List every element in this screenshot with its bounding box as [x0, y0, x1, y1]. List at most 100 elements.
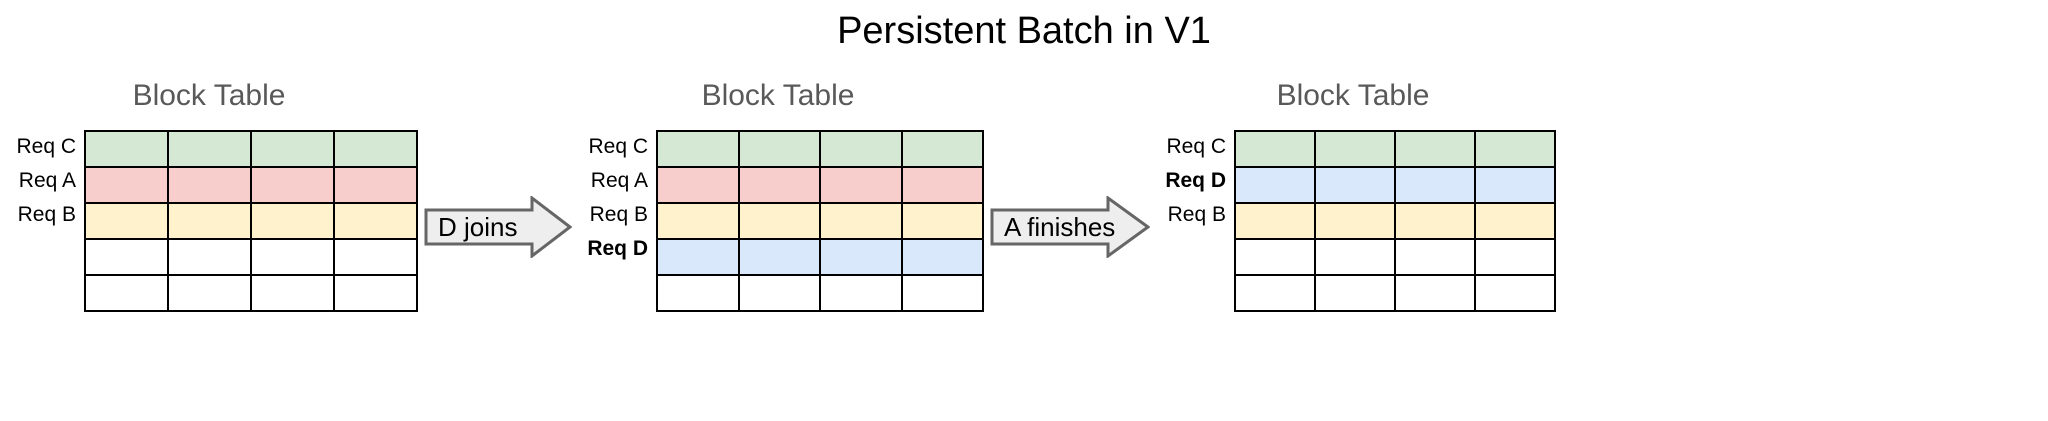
row-label-req-a: Req A — [18, 169, 76, 192]
block-cell[interactable] — [737, 202, 821, 240]
block-cell[interactable] — [819, 274, 903, 312]
block-cell[interactable] — [737, 130, 821, 168]
block-cell[interactable] — [1394, 166, 1476, 204]
block-cell[interactable] — [900, 274, 984, 312]
row-label-req-d: Req D — [1165, 169, 1226, 192]
block-table-wrap: Req C Req D Req B — [1150, 130, 1556, 312]
block-cell[interactable] — [333, 202, 418, 240]
block-table-heading: Block Table — [701, 79, 855, 112]
block-cell[interactable] — [1234, 274, 1316, 312]
block-cell[interactable] — [167, 274, 252, 312]
block-table-wrap: Req C Req A Req B — [0, 130, 418, 312]
block-cell[interactable] — [84, 238, 169, 276]
block-cell[interactable] — [167, 166, 252, 204]
table-row — [1234, 130, 1556, 168]
block-cell[interactable] — [84, 166, 169, 204]
block-cell[interactable] — [1234, 166, 1316, 204]
block-cell[interactable] — [333, 238, 418, 276]
block-cell[interactable] — [1394, 274, 1476, 312]
table-row — [84, 238, 418, 276]
block-cell[interactable] — [1474, 238, 1556, 276]
row-label-req-c: Req C — [588, 135, 648, 158]
block-cell[interactable] — [1394, 238, 1476, 276]
block-cell[interactable] — [250, 166, 335, 204]
block-cell[interactable] — [737, 238, 821, 276]
row-label-req-b: Req B — [17, 203, 76, 226]
block-table-grid — [84, 130, 418, 312]
block-cell[interactable] — [167, 202, 252, 240]
block-cell[interactable] — [84, 202, 169, 240]
block-cell[interactable] — [656, 238, 740, 276]
row-label-req-c: Req C — [1166, 135, 1226, 158]
block-cell[interactable] — [167, 130, 252, 168]
block-cell[interactable] — [333, 166, 418, 204]
block-cell[interactable] — [656, 202, 740, 240]
table-row — [656, 238, 984, 276]
block-cell[interactable] — [1314, 274, 1396, 312]
block-cell[interactable] — [656, 166, 740, 204]
transition-arrow-d-joins: D joins — [424, 196, 572, 258]
page-title: Persistent Batch in V1 — [837, 10, 1211, 52]
block-table-heading: Block Table — [132, 79, 286, 112]
block-cell[interactable] — [1314, 238, 1396, 276]
block-cell[interactable] — [333, 274, 418, 312]
block-cell[interactable] — [1234, 238, 1316, 276]
table-row — [84, 274, 418, 312]
block-cell[interactable] — [1314, 166, 1396, 204]
table-row — [656, 166, 984, 204]
block-cell[interactable] — [900, 202, 984, 240]
block-cell[interactable] — [900, 166, 984, 204]
block-cell[interactable] — [1474, 274, 1556, 312]
row-label-req-c: Req C — [16, 135, 76, 158]
row-label-column: Req C Req A Req B — [0, 130, 84, 300]
row-label-column: Req C Req D Req B — [1150, 130, 1234, 300]
table-row — [656, 130, 984, 168]
block-cell[interactable] — [250, 202, 335, 240]
table-row — [1234, 274, 1556, 312]
block-table-wrap: Req C Req A Req B Req D — [572, 130, 984, 312]
block-cell[interactable] — [250, 238, 335, 276]
table-row — [1234, 202, 1556, 240]
block-cell[interactable] — [819, 166, 903, 204]
right-arrow-icon — [424, 196, 572, 258]
block-cell[interactable] — [1474, 166, 1556, 204]
block-cell[interactable] — [656, 130, 740, 168]
transition-arrow-a-finishes: A finishes — [990, 196, 1150, 258]
block-cell[interactable] — [1314, 130, 1396, 168]
block-cell[interactable] — [819, 130, 903, 168]
block-cell[interactable] — [737, 166, 821, 204]
block-cell[interactable] — [819, 202, 903, 240]
block-cell[interactable] — [250, 130, 335, 168]
row-label-req-a: Req A — [590, 169, 648, 192]
block-cell[interactable] — [1394, 130, 1476, 168]
block-cell[interactable] — [737, 274, 821, 312]
block-cell[interactable] — [1394, 202, 1476, 240]
row-label-column: Req C Req A Req B Req D — [572, 130, 656, 300]
block-cell[interactable] — [900, 130, 984, 168]
table-row — [656, 274, 984, 312]
block-cell[interactable] — [900, 238, 984, 276]
block-table-panel-1: Block Table Req C Req A Req B — [0, 78, 418, 312]
block-cell[interactable] — [167, 238, 252, 276]
block-cell[interactable] — [84, 130, 169, 168]
table-row — [84, 166, 418, 204]
table-row — [656, 202, 984, 240]
block-cell[interactable] — [819, 238, 903, 276]
block-cell[interactable] — [1474, 130, 1556, 168]
block-cell[interactable] — [1314, 202, 1396, 240]
block-cell[interactable] — [656, 274, 740, 312]
block-cell[interactable] — [84, 274, 169, 312]
block-cell[interactable] — [1234, 202, 1316, 240]
block-cell[interactable] — [1474, 202, 1556, 240]
table-row — [84, 130, 418, 168]
table-row — [1234, 238, 1556, 276]
row-label-req-d: Req D — [587, 237, 648, 260]
block-table-heading: Block Table — [1276, 79, 1430, 112]
right-arrow-icon — [990, 196, 1150, 258]
table-row — [84, 202, 418, 240]
block-cell[interactable] — [250, 274, 335, 312]
row-label-req-b: Req B — [1167, 203, 1226, 226]
block-table-panel-2: Block Table Req C Req A Req B Req D — [572, 78, 984, 312]
block-cell[interactable] — [1234, 130, 1316, 168]
block-cell[interactable] — [333, 130, 418, 168]
